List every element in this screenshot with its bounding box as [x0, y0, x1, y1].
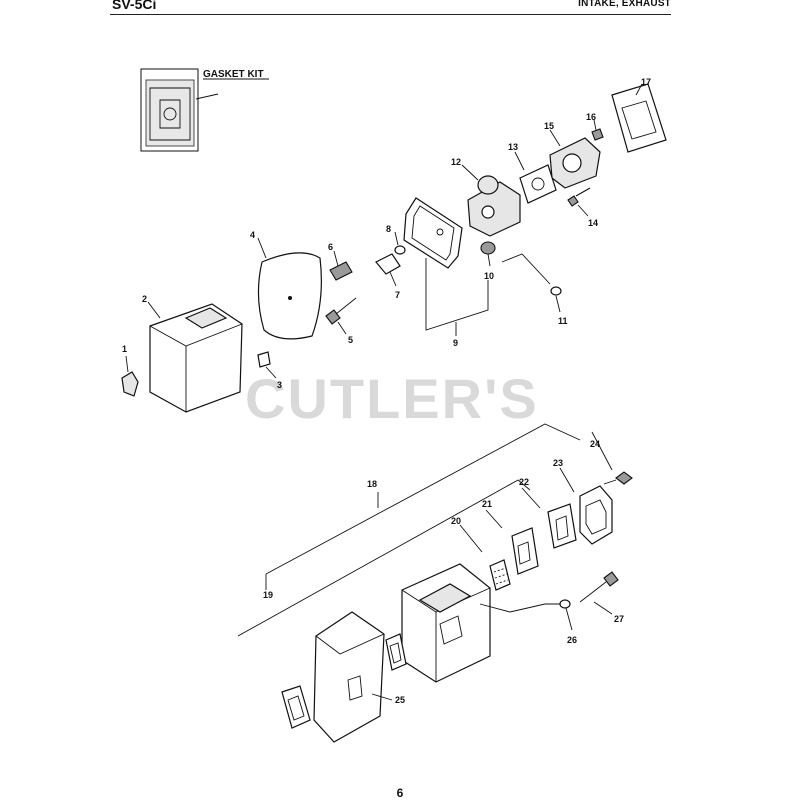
callout-6: 6 — [328, 242, 333, 252]
leader-9-bracket — [425, 258, 489, 331]
callout-12: 12 — [451, 157, 461, 167]
callout-24: 24 — [590, 439, 600, 449]
part-6-knob — [329, 261, 353, 281]
callout-2: 2 — [142, 294, 147, 304]
leader-19-top — [237, 479, 531, 637]
callout-7: 7 — [395, 290, 400, 300]
callout-8: 8 — [386, 224, 391, 234]
gasket-kit-image — [145, 79, 195, 147]
part-26-washer — [559, 599, 571, 609]
callout-5: 5 — [348, 335, 353, 345]
callout-27: 27 — [614, 614, 624, 624]
callout-10: 10 — [484, 271, 494, 281]
part-muffler-gasket — [385, 633, 407, 671]
model-name: SV-5Ci — [112, 0, 157, 12]
gasket-kit-label: GASKET KIT — [203, 69, 264, 80]
part-15-adapter-port — [562, 153, 582, 173]
leader-18-top — [265, 423, 581, 575]
part-9-air-cleaner-case — [403, 197, 463, 269]
part-7-plate — [375, 253, 401, 275]
part-25-heat-shield — [313, 611, 385, 743]
part-14-bolt — [567, 187, 591, 207]
callout-17: 17 — [641, 77, 651, 87]
callout-9: 9 — [453, 338, 458, 348]
callout-19: 19 — [263, 590, 273, 600]
callout-18: 18 — [367, 479, 377, 489]
callout-14: 14 — [588, 218, 598, 228]
part-24-bolt-head — [615, 471, 633, 485]
section-title: INTAKE, EXHAUST — [578, 0, 671, 9]
callout-23: 23 — [553, 458, 563, 468]
gasket-kit-group: GASKET KIT — [140, 68, 269, 152]
part-12-carburetor — [467, 181, 521, 237]
gasket-kit-ring — [163, 107, 177, 121]
part-muffler-body — [401, 563, 491, 683]
watermark: CUTLER'S — [245, 367, 539, 430]
callout-26: 26 — [567, 635, 577, 645]
callout-1: 1 — [122, 344, 127, 354]
part-17-gasket-opening — [621, 100, 657, 140]
callout-22: 22 — [519, 477, 529, 487]
callout-25: 25 — [395, 695, 405, 705]
callout-20: 20 — [451, 516, 461, 526]
leader-28 — [195, 93, 219, 100]
callout-13: 13 — [508, 142, 518, 152]
callout-11: 11 — [558, 316, 568, 326]
page-number: 6 — [396, 786, 404, 800]
part-10-grommet — [480, 241, 496, 255]
part-16-nut — [591, 128, 604, 141]
callout-3: 3 — [277, 380, 282, 390]
callout-4: 4 — [250, 230, 255, 240]
part-22-gasket — [547, 503, 577, 549]
part-1-knob — [121, 371, 139, 397]
gasket-kit-gaskets — [149, 87, 191, 141]
part-21-plate — [511, 527, 539, 575]
part-23-deflector — [579, 485, 613, 545]
part-20-screen — [489, 559, 511, 591]
callout-21: 21 — [482, 499, 492, 509]
part-12-primer-bulb — [477, 175, 499, 195]
header-rule — [110, 14, 671, 15]
part-bottom-gasket — [281, 685, 311, 729]
part-27-bolt-head — [603, 571, 619, 587]
part-2-cleaner-cover — [149, 303, 243, 413]
part-13-gasket — [519, 164, 557, 204]
part-11-choke-rod — [501, 253, 551, 285]
part-8-washer — [394, 245, 406, 255]
page-header: SV-5Ci INTAKE, EXHAUST — [0, 0, 800, 16]
part-3-spacer — [257, 351, 271, 368]
part-4-air-filter — [257, 252, 322, 340]
callout-16: 16 — [586, 112, 596, 122]
callout-15: 15 — [544, 121, 554, 131]
part-17-gasket — [611, 83, 667, 153]
